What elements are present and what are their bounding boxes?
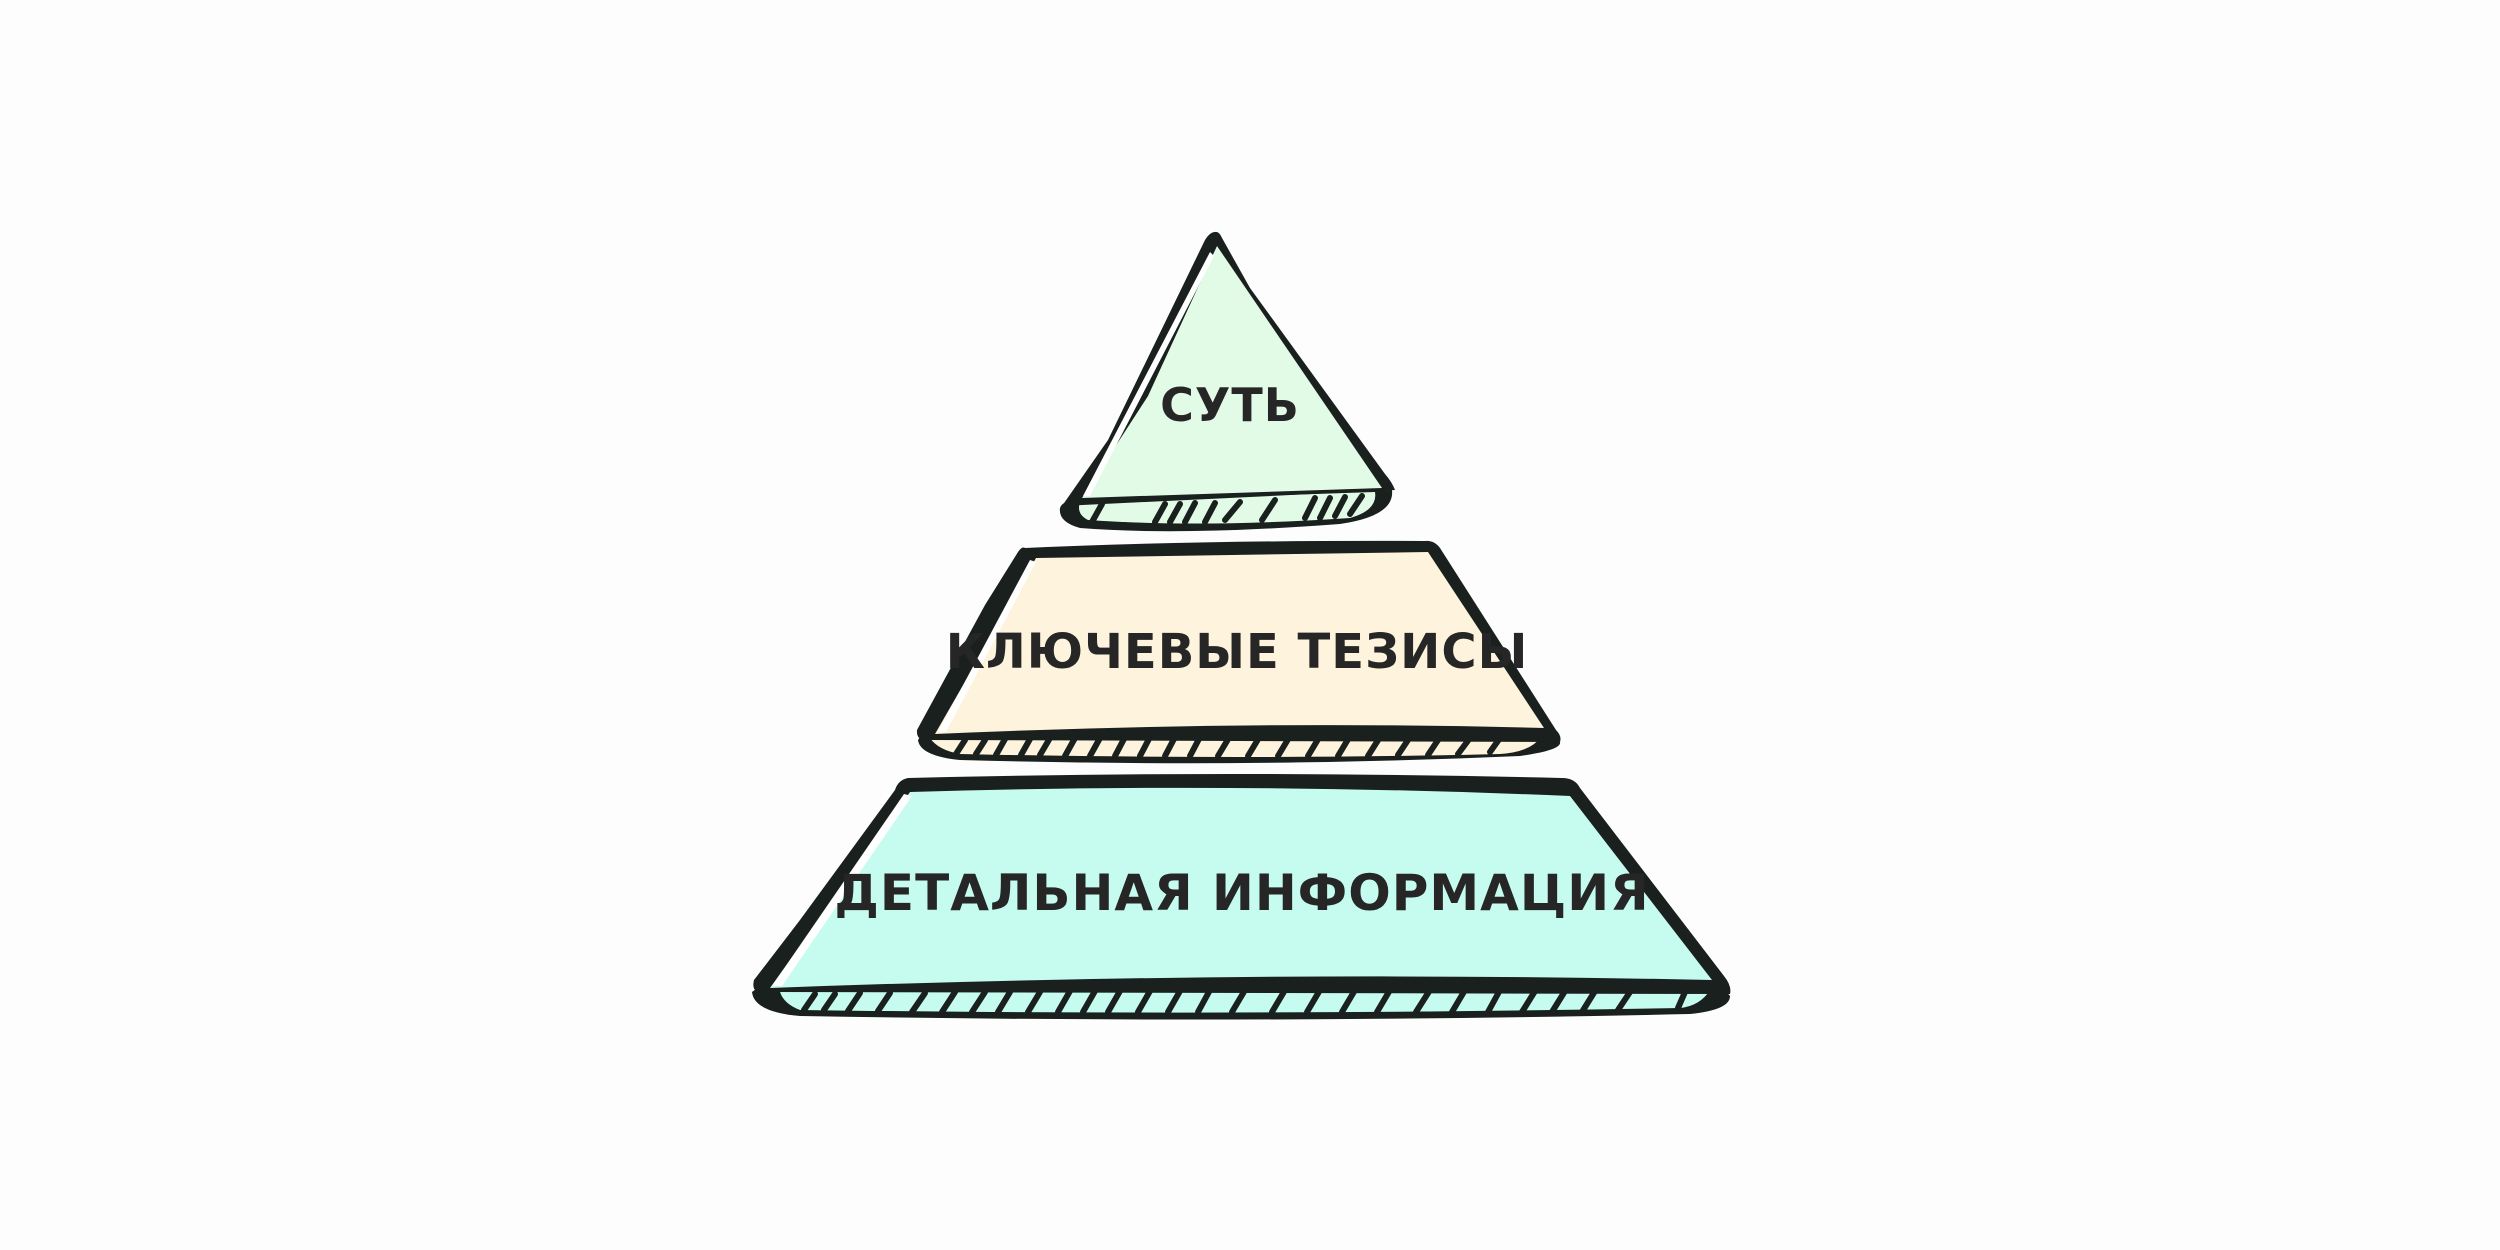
tier-middle-shape xyxy=(916,540,1561,764)
tier-middle-label: КЛЮЧЕВЫЕ ТЕЗИСЫ xyxy=(945,624,1529,680)
tier-top-shape xyxy=(1059,231,1395,532)
tier-bottom-shape xyxy=(752,774,1731,1020)
tier-bottom-label: ДЕТАЛЬНАЯ ИНФОРМАЦИЯ xyxy=(834,864,1650,922)
tier-top-label: СУТЬ xyxy=(1160,378,1300,432)
